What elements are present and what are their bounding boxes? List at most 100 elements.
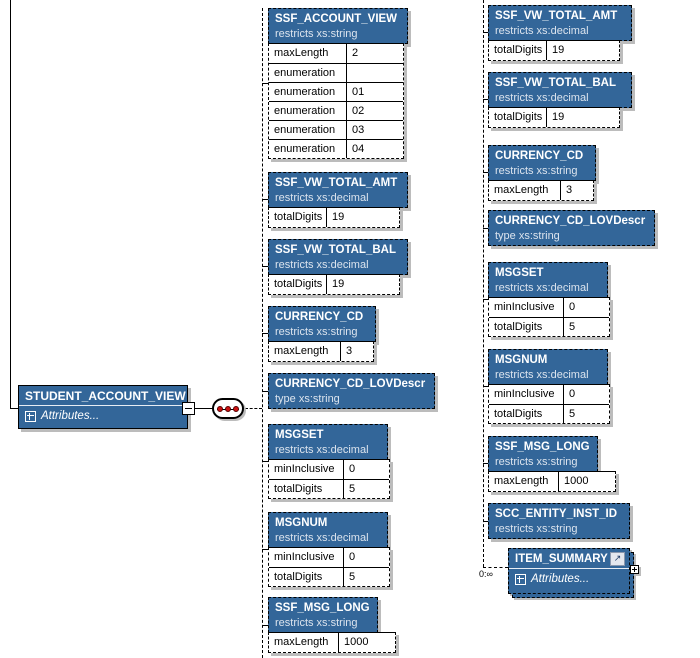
element-header[interactable]: SSF_ACCOUNT_VIEW restricts xs:string bbox=[268, 8, 408, 44]
element-name: CURRENCY_CD bbox=[495, 150, 584, 162]
element-type: restricts xs:decimal bbox=[495, 282, 589, 294]
element-name: CURRENCY_CD_LOVDescr bbox=[495, 215, 646, 227]
sequence-indicator[interactable] bbox=[212, 398, 244, 419]
root-element-box[interactable]: STUDENT_ACCOUNT_VIEW Attributes... bbox=[18, 385, 188, 429]
element-header[interactable]: SCC_ENTITY_INST_ID restricts xs:string bbox=[488, 503, 630, 539]
element-box-ssf-msg-long-2: SSF_MSG_LONG restricts xs:string maxLeng… bbox=[488, 436, 616, 492]
element-header[interactable]: CURRENCY_CD_LOVDescr type xs:string bbox=[268, 373, 435, 409]
element-name: MSGSET bbox=[495, 267, 544, 279]
facet-value: 5 bbox=[349, 483, 356, 495]
connector-stub bbox=[483, 99, 488, 100]
facet-label: minInclusive bbox=[489, 385, 564, 404]
facet-value: 19 bbox=[552, 44, 565, 56]
occurrence-label: 0:∞ bbox=[478, 569, 494, 579]
root-element-name[interactable]: STUDENT_ACCOUNT_VIEW bbox=[19, 386, 187, 406]
element-type: restricts xs:decimal bbox=[275, 259, 369, 271]
element-header[interactable]: CURRENCY_CD restricts xs:string bbox=[488, 145, 596, 181]
expand-children-icon[interactable] bbox=[630, 565, 639, 574]
element-header[interactable]: MSGNUM restricts xs:decimal bbox=[488, 349, 608, 385]
element-name: MSGSET bbox=[275, 429, 324, 441]
facet-value: 3 bbox=[566, 184, 573, 196]
facet-label: enumeration bbox=[269, 64, 347, 82]
facet-label: totalDigits bbox=[489, 41, 547, 60]
element-name: SSF_MSG_LONG bbox=[495, 441, 590, 453]
element-header[interactable]: SSF_MSG_LONG restricts xs:string bbox=[268, 597, 378, 633]
element-name: ITEM_SUMMARY bbox=[515, 553, 608, 565]
element-box-currency-cd-2: CURRENCY_CD restricts xs:string maxLengt… bbox=[488, 145, 596, 201]
expand-attributes-icon[interactable] bbox=[515, 573, 526, 585]
item-summary-attributes-row[interactable]: Attributes... bbox=[509, 569, 629, 585]
connector-stub bbox=[262, 333, 268, 334]
facet-label: enumeration bbox=[269, 140, 347, 158]
element-name: SSF_MSG_LONG bbox=[275, 602, 370, 614]
element-box-ssf-vw-total-amt-2: SSF_VW_TOTAL_AMT restricts xs:decimal to… bbox=[488, 5, 632, 61]
element-box-msgnum: MSGNUM restricts xs:decimal minInclusive… bbox=[268, 512, 390, 587]
facet-label: totalDigits bbox=[489, 405, 564, 423]
element-name: MSGNUM bbox=[495, 354, 548, 366]
facet-table: totalDigits 19 bbox=[488, 40, 620, 61]
element-box-ssf-vw-total-bal-2: SSF_VW_TOTAL_BAL restricts xs:decimal to… bbox=[488, 72, 632, 128]
element-box-currency-cd: CURRENCY_CD restricts xs:string maxLengt… bbox=[268, 306, 376, 362]
facet-value: 19 bbox=[332, 278, 345, 290]
facet-label: maxLength bbox=[489, 472, 559, 491]
element-type: type xs:string bbox=[495, 230, 560, 242]
element-header[interactable]: SSF_VW_TOTAL_BAL restricts xs:decimal bbox=[268, 239, 408, 275]
element-name: CURRENCY_CD bbox=[275, 311, 364, 323]
element-name: SCC_ENTITY_INST_ID bbox=[495, 508, 618, 520]
connector-stub bbox=[483, 299, 488, 300]
element-header[interactable]: SSF_VW_TOTAL_AMT restricts xs:decimal bbox=[268, 172, 408, 208]
element-header[interactable]: ITEM_SUMMARY ↗ bbox=[509, 549, 629, 569]
element-type: restricts xs:string bbox=[275, 326, 358, 338]
element-box-currency-cd-lovdescr: CURRENCY_CD_LOVDescr type xs:string bbox=[268, 373, 435, 409]
item-summary-box[interactable]: ITEM_SUMMARY ↗ Attributes... bbox=[508, 548, 630, 594]
expand-attributes-icon[interactable] bbox=[25, 410, 36, 422]
sequence-to-children-line bbox=[245, 408, 262, 409]
element-name: MSGNUM bbox=[275, 517, 328, 529]
facet-value: 19 bbox=[552, 111, 565, 123]
element-box-msgset-2: MSGSET restricts xs:decimal minInclusive… bbox=[488, 262, 610, 337]
connector-stub bbox=[262, 266, 268, 267]
facet-value: 5 bbox=[349, 571, 356, 583]
facet-value: 19 bbox=[332, 211, 345, 223]
element-header[interactable]: MSGSET restricts xs:decimal bbox=[268, 424, 388, 460]
element-name: SSF_VW_TOTAL_BAL bbox=[495, 77, 616, 89]
facet-value: 5 bbox=[569, 321, 576, 333]
root-attributes-row[interactable]: Attributes... bbox=[19, 406, 187, 422]
connector-stub bbox=[483, 386, 488, 387]
connector-stub bbox=[483, 32, 488, 33]
element-type: restricts xs:decimal bbox=[495, 25, 589, 37]
element-header[interactable]: CURRENCY_CD_LOVDescr type xs:string bbox=[488, 210, 655, 246]
element-header[interactable]: CURRENCY_CD restricts xs:string bbox=[268, 306, 376, 342]
facet-label: totalDigits bbox=[269, 208, 327, 227]
element-header[interactable]: SSF_MSG_LONG restricts xs:string bbox=[488, 436, 598, 472]
element-header[interactable]: SSF_VW_TOTAL_AMT restricts xs:decimal bbox=[488, 5, 632, 41]
element-type: restricts xs:string bbox=[495, 456, 578, 468]
element-header[interactable]: SSF_VW_TOTAL_BAL restricts xs:decimal bbox=[488, 72, 632, 108]
connector-stub bbox=[262, 625, 268, 626]
element-type: restricts xs:decimal bbox=[495, 92, 589, 104]
element-type: restricts xs:decimal bbox=[495, 369, 589, 381]
element-header[interactable]: MSGSET restricts xs:decimal bbox=[488, 262, 608, 298]
element-box-item-summary: ITEM_SUMMARY ↗ Attributes... bbox=[508, 548, 639, 598]
element-header[interactable]: MSGNUM restricts xs:decimal bbox=[268, 512, 388, 548]
element-type: type xs:string bbox=[275, 393, 340, 405]
facet-label: enumeration bbox=[269, 102, 347, 120]
facet-label: enumeration bbox=[269, 83, 347, 101]
element-box-ssf-vw-total-amt: SSF_VW_TOTAL_AMT restricts xs:decimal to… bbox=[268, 172, 408, 228]
facet-row: totalDigits 19 bbox=[489, 41, 619, 60]
element-type: restricts xs:string bbox=[495, 523, 578, 535]
collapse-icon[interactable] bbox=[182, 402, 195, 415]
global-reference-icon[interactable]: ↗ bbox=[610, 552, 625, 566]
connector-stub bbox=[483, 172, 488, 173]
sequence-dot bbox=[217, 405, 223, 412]
